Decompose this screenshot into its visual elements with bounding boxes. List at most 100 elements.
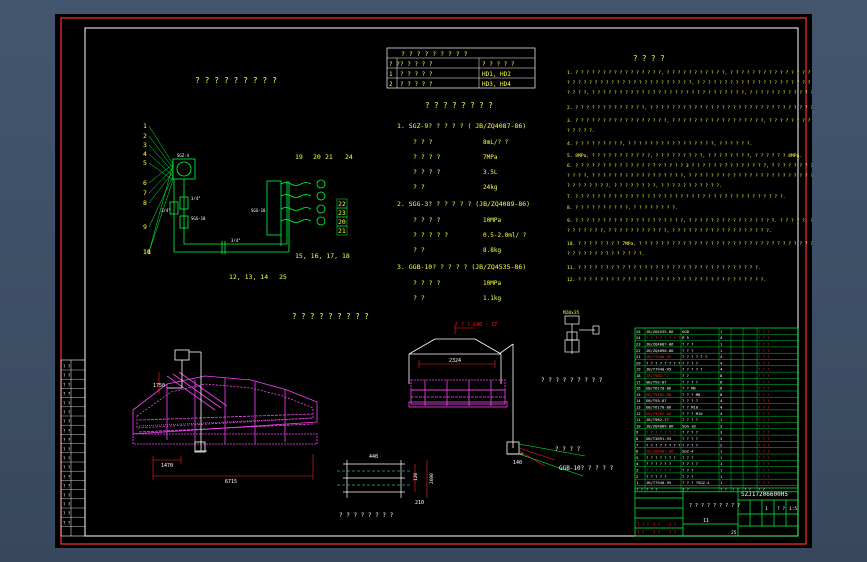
technical-notes: ? ? ? ?1. ? ? ? ? ? ? ? ? ? ? ? ? ? ? ? …	[567, 54, 812, 283]
bom-cell: ? ? ? M8	[682, 392, 701, 397]
callout-leader	[148, 167, 174, 194]
note-line: 3. ? ? ? ? ? ? ? ? ? ? ? ? ? ? ? ? ?, ? …	[567, 118, 812, 124]
bom-cell: GB/T6170-86	[646, 386, 672, 391]
bom-cell: 10	[636, 423, 641, 428]
spec-table-cell: ? ? ? ? ?	[482, 61, 515, 68]
pipe-detail-centerlines	[337, 470, 411, 486]
device-label: SGZ-4	[177, 153, 190, 158]
front-view	[132, 371, 318, 445]
bom-cell: GB/T3091-93	[646, 436, 671, 441]
callout-number: 15, 16, 17, 18	[295, 252, 350, 260]
spec-table-cell: HD1, HD2	[482, 71, 511, 78]
front-view-lube-lines	[167, 349, 207, 453]
callout-leader	[148, 125, 174, 165]
bom-cell: 12	[636, 411, 641, 416]
bom-cell: 24	[636, 335, 641, 340]
left-strip-cell: ? ?	[63, 419, 71, 424]
note-line: ? ? ? ? ? ? ? ? ? ? ? ? ? ?.	[567, 251, 644, 257]
callout-leader	[148, 135, 174, 169]
callout-number: 21	[338, 227, 346, 235]
callout-number: 7	[143, 189, 147, 197]
note-line: 10. ? ? ? ? ? ? ? ? 7MPa, ? ? ? ? ? ? ? …	[567, 241, 812, 247]
valve-label: 3/4"	[231, 238, 241, 243]
left-strip-cell: ? ?	[63, 456, 71, 461]
note-line: 1. ? ? ? ? ? ? ? ? ? ? ? ? ? ? ? ?, ? ? …	[567, 70, 812, 76]
params-item-value: 24kg	[483, 184, 498, 191]
left-strip-cell: ? ?	[63, 373, 71, 378]
params-heading: 1. SGZ-9? ? ? ? ? ( JB/ZQ4087-86)	[397, 122, 526, 130]
callout-number: 8	[143, 199, 147, 207]
detail-dim-bottom: 210	[415, 500, 424, 506]
spec-table-header: ? ? ? ? ? ? ? ? ?	[401, 50, 468, 58]
bom-cell: 4	[636, 461, 639, 466]
detail-label: ? ? ? ? ? ? ? ?	[339, 512, 394, 519]
params-title: ? ? ? ? ? ? ? ?	[425, 101, 493, 110]
spec-table-cell: HD3, HD4	[482, 81, 511, 88]
note-line: 4. ? ? ? ? ? ? ? ? ?, ? ? ? ? ? ? ? ? ? …	[567, 141, 752, 147]
bom-cell: 4	[720, 411, 723, 416]
bom-cell: 4	[720, 405, 723, 410]
drawing-name: ? ? ? ? ? ? ? ? ?	[689, 503, 740, 509]
bom-cell: 15	[636, 392, 641, 397]
bom-cell: 1	[720, 461, 723, 466]
side-pump-label: ? ? ? ?	[555, 446, 581, 453]
bom-cell: JB/T7940-95	[646, 367, 671, 372]
bom-cell: JB/ZQ4087-86	[646, 449, 674, 454]
params-item-name: ? ? ? ? ?	[413, 231, 448, 239]
front-dim-left: 1470	[161, 463, 173, 469]
bom-cell: ? ? ?	[758, 436, 769, 441]
left-strip-cell: ? ?	[63, 484, 71, 489]
bom-cell: ? ? ?	[758, 417, 769, 422]
callout-box	[336, 225, 348, 236]
side-view	[408, 379, 508, 408]
bom-cell: ? ? ?	[758, 342, 769, 347]
callout-leader	[148, 175, 174, 228]
bom-cell: ? ? ?	[758, 329, 769, 334]
callout-number: 3	[143, 141, 147, 149]
spec-table-cell: ? ? ? ? ?	[400, 61, 433, 68]
bom-cell: ? ? ? ?	[682, 442, 698, 447]
revision-cell: ? ?	[669, 530, 677, 535]
params-item-name: ? ?	[413, 246, 425, 254]
spec-table: ? ? ? ? ? ? ? ? ?? ?? ? ? ? ?? ? ? ? ?1?…	[386, 47, 536, 89]
note-line: ? ? ? ?, ? ? ? ? ? ? ? ? ? ? ? ? ? ? ? ?…	[567, 90, 812, 96]
bom-cell: ? ? ?	[758, 348, 769, 353]
bom-cell: ? ? ? ? ? ? ? ?	[646, 442, 680, 447]
bom-header-cell: ? ?	[758, 486, 765, 491]
bom-cell: ? ? ? ?	[682, 360, 698, 365]
bom-cell: ? ? ? ?	[682, 398, 698, 403]
left-strip-cell: ? ?	[63, 474, 71, 479]
spec-table-cell: ? ? ? ? ?	[400, 81, 433, 88]
side-view-dimensions	[418, 324, 556, 467]
bom-cell: 1	[720, 342, 723, 347]
bom-cell: ? ? ? ?	[682, 417, 698, 422]
bom-cell: 1	[720, 348, 723, 353]
right-distributor	[266, 180, 282, 236]
bom-cell: ? ? ?	[758, 461, 769, 466]
left-strip-cell: ? ?	[63, 382, 71, 387]
bom-cell: 7	[636, 442, 638, 447]
callout-number: 1	[143, 122, 147, 130]
outlet-lines	[280, 179, 326, 226]
callout-leader	[148, 171, 174, 204]
bom-header-cell: ? ?	[682, 486, 689, 491]
bom-cell: 8	[636, 436, 639, 441]
revision-cell: ? ?	[669, 522, 677, 527]
left-strip-cell: ? ?	[63, 502, 71, 507]
bom-cell: GB/T5782-86	[646, 411, 672, 416]
bom-cell: ? ? ?	[758, 354, 769, 359]
bom-cell: ? ? ? ? ? ?	[646, 468, 671, 473]
note-line: 5. 8MPa, ? ? ? ? ? ? ? ? ? ? ?, ? ? ? ? …	[567, 153, 802, 159]
bom-cell: ? ? ? ? ? ? ?	[646, 430, 676, 435]
params-item-name: ? ?	[413, 294, 425, 302]
bom-cell: ? ? ? ? ? ? ? ? ?	[646, 335, 685, 340]
bom-cell: ? ? ?	[758, 373, 769, 378]
params-item-value: 0.5-2.0ml/ ?	[483, 232, 527, 239]
left-strip-cell: ? ?	[63, 493, 71, 498]
drawing-qty: 11	[703, 518, 709, 524]
bom-cell: JB/T982-77	[646, 417, 669, 422]
bom-cell: ? ? ? ?SGZ-4	[682, 480, 710, 485]
bom-cell: 1	[720, 449, 723, 454]
bom-cell: 17	[636, 379, 641, 384]
